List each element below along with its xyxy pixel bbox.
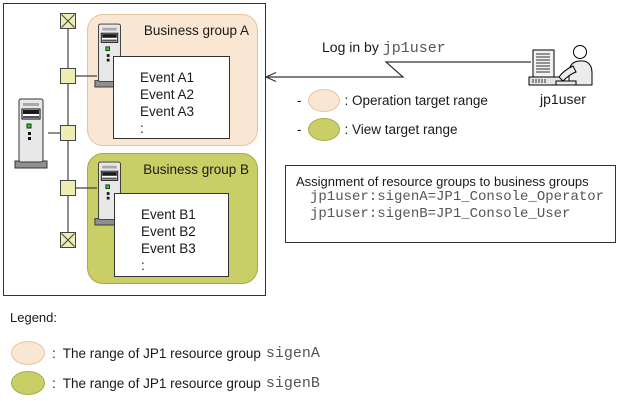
legend-separator: : — [52, 345, 56, 361]
login-text: Log in by — [322, 39, 379, 55]
event-item: Event A2 — [140, 87, 195, 102]
network-node-icon — [60, 68, 76, 84]
event-list-b: Event B1 Event B2 Event B3 : — [114, 193, 229, 277]
login-user-name: jp1user — [382, 40, 446, 57]
assignment-box: Assignment of resource groups to busines… — [285, 165, 616, 243]
assignment-title: Assignment of resource groups to busines… — [296, 174, 589, 189]
login-arrow — [264, 61, 531, 83]
operation-target-chip-icon — [307, 89, 340, 112]
resource-group-name: sigenA — [265, 344, 320, 362]
bullet-dash: - — [297, 93, 302, 108]
business-group-b-label: Business group B — [143, 162, 249, 177]
legend-text: The range of JP1 resource group — [62, 345, 261, 361]
legend-text: The range of JP1 resource group — [62, 375, 261, 391]
user-name-label: jp1user — [540, 91, 586, 107]
login-annotation: Log in by jp1user — [322, 39, 446, 57]
operation-target-range-text: : Operation target range — [344, 93, 488, 108]
event-item: Event B3 — [141, 241, 196, 256]
arrowhead-icon — [264, 71, 277, 83]
bullet-dash: - — [297, 122, 302, 137]
sigena-range-chip-icon — [11, 341, 45, 365]
event-item: Event A1 — [140, 70, 195, 85]
legend-item-sigenb: : The range of JP1 resource group sigenB — [11, 371, 320, 395]
network-terminator-icon — [60, 232, 76, 248]
legend-item-sigena: : The range of JP1 resource group sigenA — [11, 341, 320, 365]
view-target-range-text: : View target range — [344, 122, 458, 137]
network-node-icon — [60, 180, 76, 196]
resource-group-name: sigenB — [265, 374, 320, 392]
event-item: Event B1 — [141, 207, 196, 222]
event-item-ellipsis: : — [141, 258, 145, 273]
assignment-line-sigena: jp1user:sigenA=JP1_Console_Operator — [310, 189, 605, 205]
operation-target-range-key: - : Operation target range — [297, 88, 488, 113]
event-list-a: Event A1 Event A2 Event A3 : — [113, 56, 230, 139]
server-icon — [14, 98, 48, 169]
view-target-chip-icon — [307, 118, 340, 141]
assignment-line-sigenb: jp1user:sigenB=JP1_Console_User — [310, 206, 571, 222]
network-terminator-icon — [60, 13, 76, 29]
user-at-computer-icon — [528, 45, 593, 86]
event-item: Event B2 — [141, 224, 196, 239]
event-item: Event A3 — [140, 104, 195, 119]
legend-title: Legend: — [10, 310, 57, 325]
network-node-icon — [60, 125, 76, 141]
business-group-a-label: Business group A — [143, 23, 249, 38]
legend-separator: : — [52, 375, 56, 391]
view-target-range-key: - : View target range — [297, 117, 458, 142]
sigenb-range-chip-icon — [11, 371, 45, 395]
event-item-ellipsis: : — [140, 121, 144, 136]
